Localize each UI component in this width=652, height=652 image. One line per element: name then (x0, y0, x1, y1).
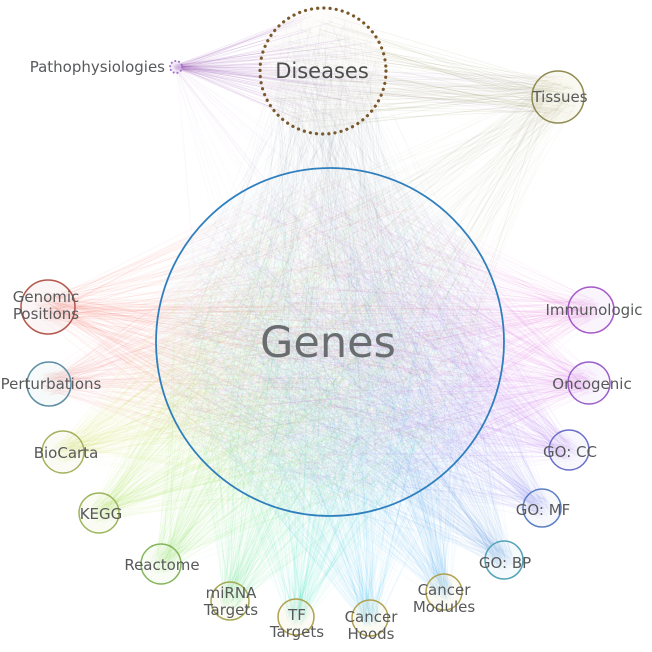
perturbations-node[interactable] (26, 361, 72, 407)
edge-bundle-cancer-modules-genes (164, 182, 493, 602)
oncogenic-node[interactable] (567, 361, 611, 405)
edge-bundle-go-bp-genes (172, 185, 515, 571)
reactome-node[interactable] (140, 543, 182, 585)
go-mf-label: GO: MF (516, 501, 571, 519)
tissues-node[interactable] (531, 70, 585, 124)
genes-node[interactable] (155, 167, 505, 517)
mirna-targets-node[interactable] (210, 581, 250, 621)
pathophysiologies-node[interactable] (169, 60, 183, 74)
kegg-node[interactable] (78, 492, 120, 534)
node-circles (20, 6, 615, 637)
diseases-node[interactable] (258, 6, 388, 136)
go-cc-node[interactable] (548, 429, 590, 471)
go-cc-label: GO: CC (543, 443, 597, 461)
edge-bundle-pathophysiologies-genes (173, 63, 487, 487)
edge-bundle-diseases-genes (175, 14, 495, 503)
edge-bundle-go-cc-genes (163, 182, 580, 506)
edge-bundle-cancer-hoods-genes (177, 186, 495, 627)
immunologic-node[interactable] (567, 286, 615, 334)
edge-bundle-pathophysiologies-diseases (173, 13, 374, 124)
biocarta-label: BioCarta (34, 444, 99, 462)
cancer-hoods-node[interactable] (351, 599, 389, 637)
cancer-modules-node[interactable] (425, 573, 463, 611)
tf-targets-node[interactable] (277, 598, 315, 636)
edge-bundles (34, 13, 603, 627)
go-bp-label: GO: BP (479, 554, 531, 572)
diseases-label: Diseases (275, 59, 369, 83)
genomic-positions-node[interactable] (20, 279, 76, 335)
edge-bundle-oncogenic-genes (183, 183, 600, 508)
edge-bundle-immunologic-genes (173, 176, 603, 501)
edge-bundle-biocarta-genes (51, 176, 493, 504)
edge-bundle-tf-targets-genes (178, 184, 497, 627)
immunologic-label: Immunologic (545, 301, 642, 319)
perturbations-label: Perturbations (1, 375, 102, 393)
tissues-label: Tissues (531, 88, 587, 106)
oncogenic-label: Oncogenic (552, 375, 631, 393)
edge-bundle-perturbations-genes (36, 179, 494, 499)
edge-bundle-tissues-genes (180, 76, 577, 487)
reactome-label: Reactome (124, 556, 199, 574)
kegg-label: KEGG (80, 505, 123, 523)
node-labels: Genes Diseases PathophysiologiesTissuesGen… (1, 58, 643, 643)
genes-label: Genes (260, 318, 396, 368)
edge-bundle-tissues-diseases (268, 16, 579, 128)
edge-bundle-kegg-genes (88, 177, 493, 524)
go-bp-node[interactable] (484, 540, 524, 580)
edge-bundle-pathophysiologies-tissues (173, 64, 575, 119)
go-mf-node[interactable] (522, 488, 562, 528)
pathophysiologies-label: Pathophysiologies (30, 58, 165, 76)
biocarta-node[interactable] (41, 430, 85, 474)
edge-bundle-reactome-genes (149, 185, 497, 575)
edge-bundle-go-mf-genes (171, 177, 552, 519)
edge-bundle-genomic-positions-genes (34, 176, 491, 504)
